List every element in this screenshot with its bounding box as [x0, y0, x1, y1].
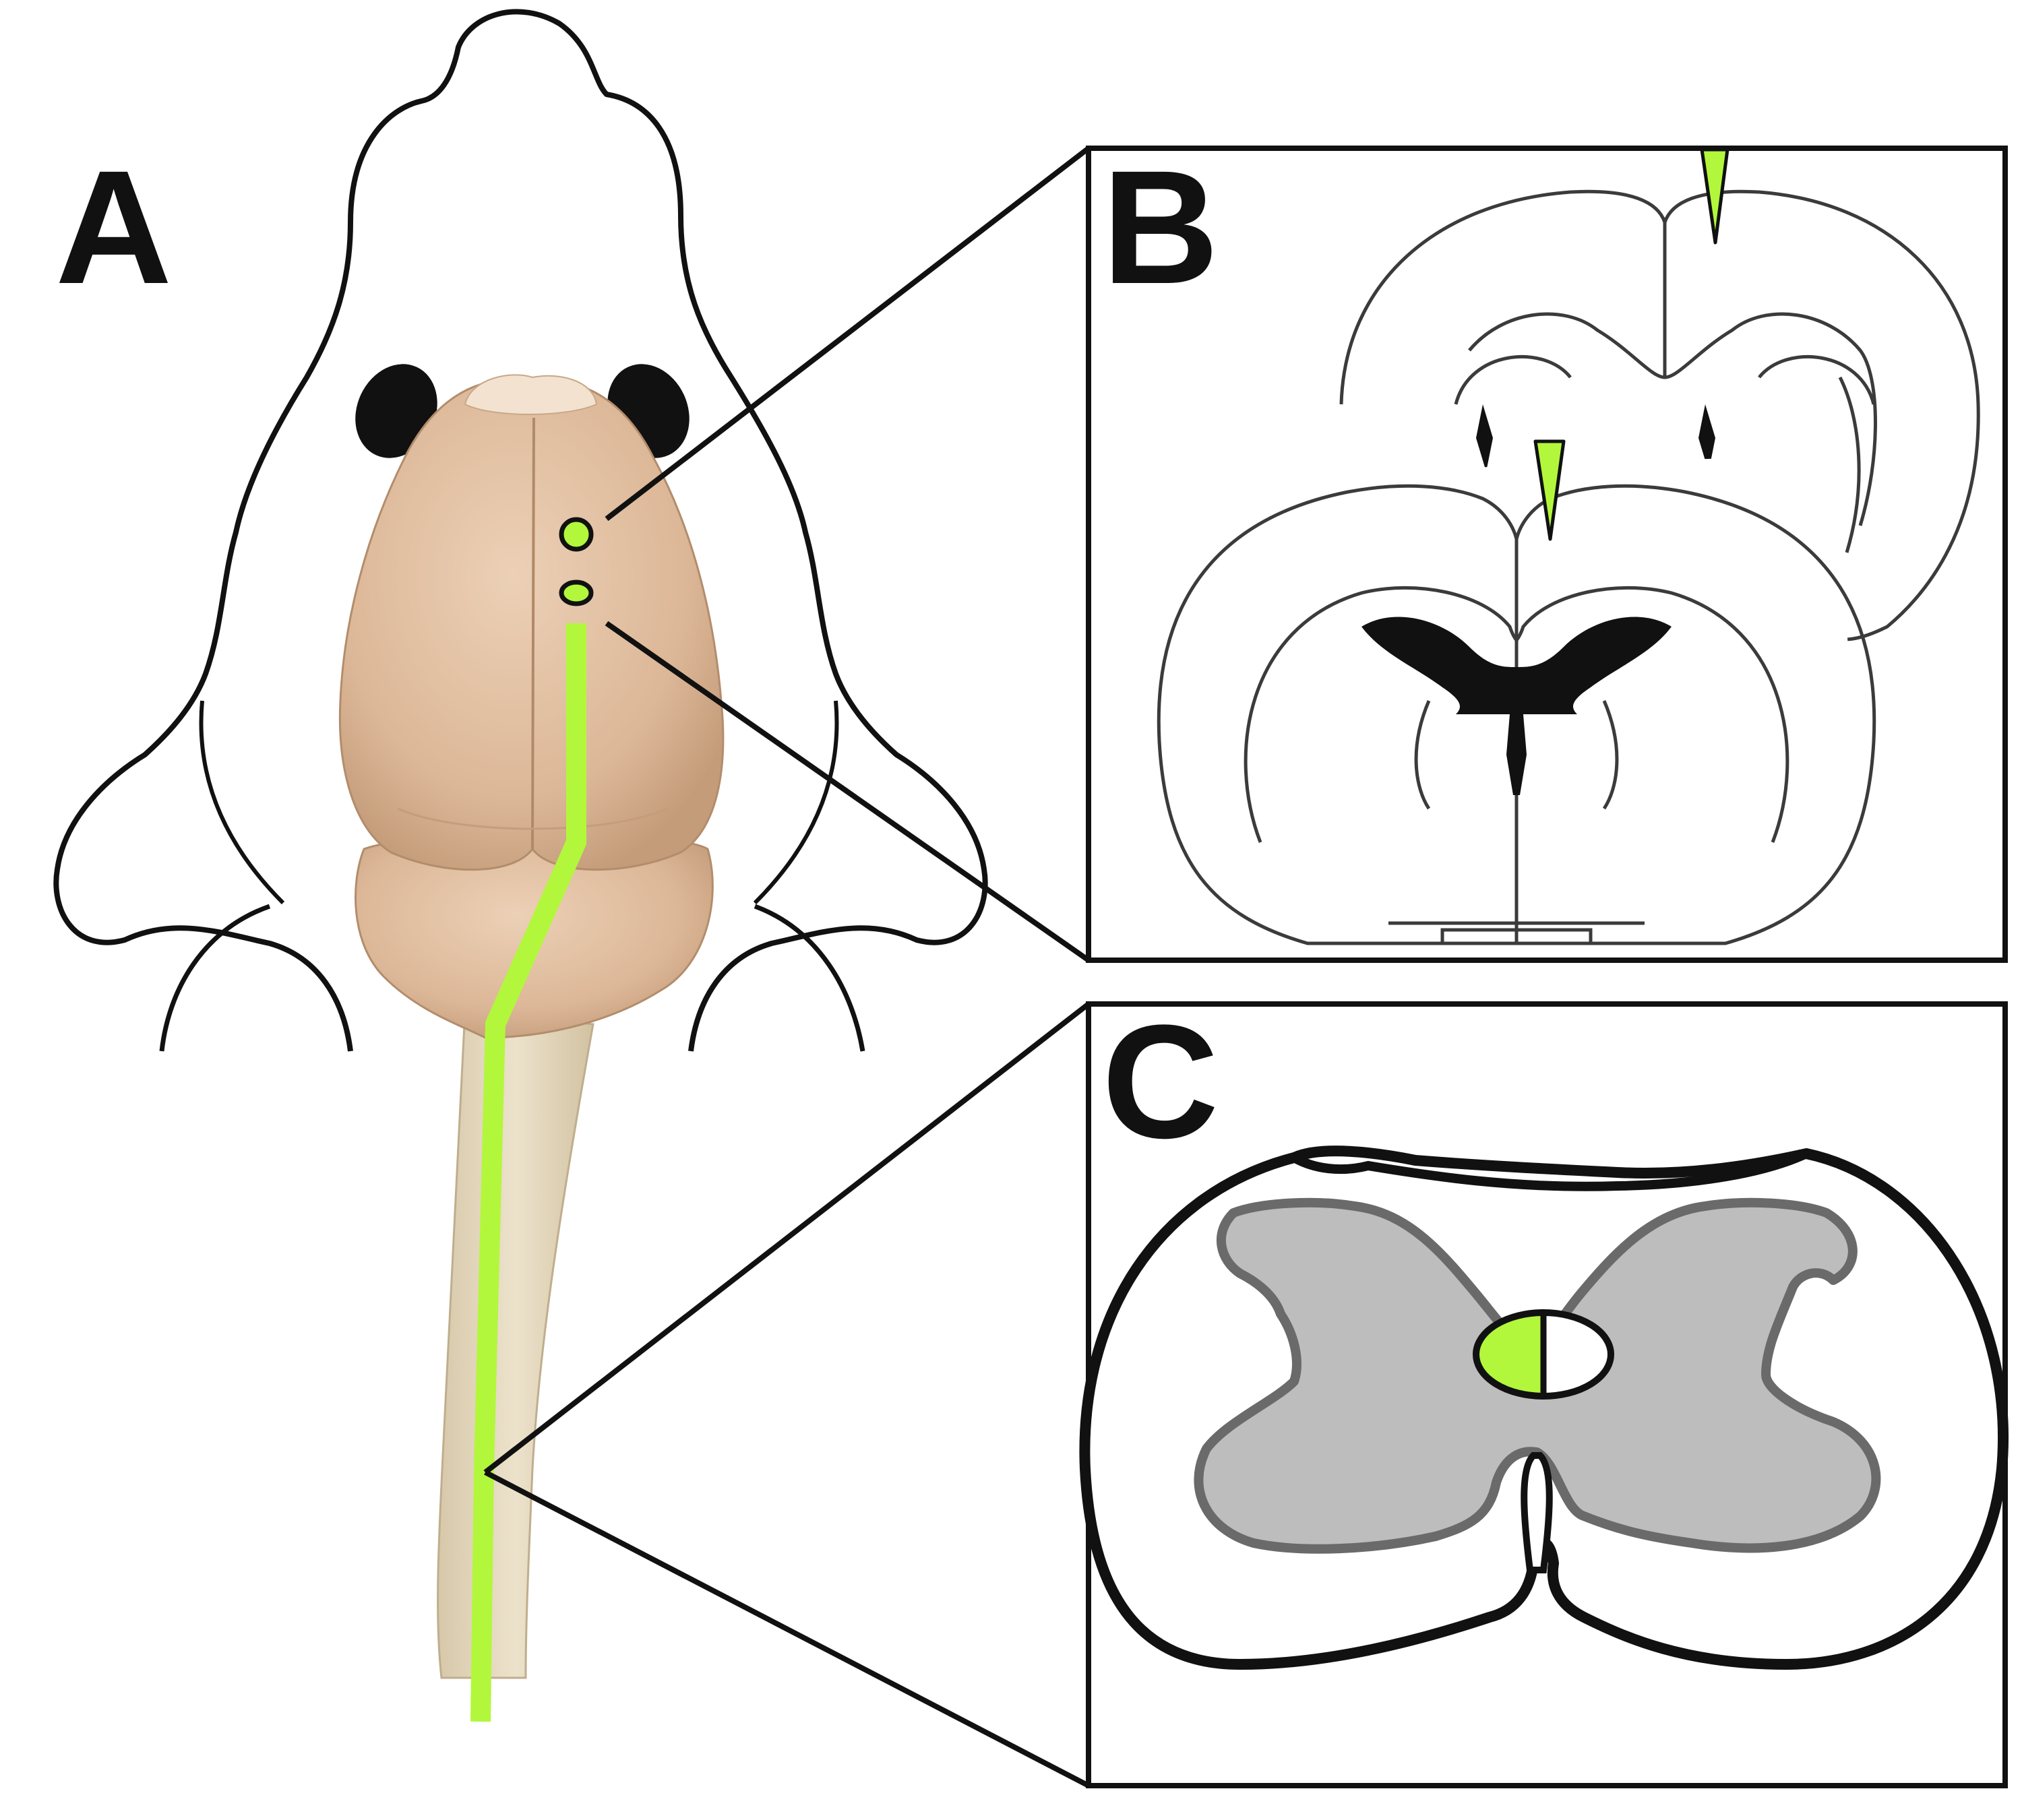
callout-b-top	[605, 146, 1091, 522]
rostral-ventricle-right	[1698, 404, 1715, 472]
dorsal-surface-edge	[1291, 1149, 1808, 1191]
arrowhead-rostral-icon	[1700, 148, 1729, 245]
rat-left-eye-icon	[355, 364, 437, 458]
callout-c-bottom	[484, 1470, 1090, 1788]
rat-right-shoulder-line	[753, 700, 839, 905]
rat-left-shoulder-line	[199, 700, 285, 905]
panel-b-label: B	[1102, 137, 1219, 317]
dorsal-column-outline	[1473, 1309, 1614, 1400]
injection-site-lower	[559, 579, 594, 606]
ventral-median-fissure	[1521, 1452, 1553, 1573]
coronal-section-rostral	[1339, 189, 1980, 641]
olfactory-bulb	[464, 374, 598, 415]
spinal-cord	[437, 1009, 594, 1679]
callout-b-bottom	[605, 621, 1091, 963]
callout-lines	[483, 146, 1091, 1788]
dorsal-column-unlabeled	[1543, 1313, 1611, 1395]
arrowhead-caudal-icon	[1533, 439, 1566, 541]
third-ventricle	[1506, 714, 1527, 795]
dorsal-column-labeled	[1476, 1313, 1559, 1395]
caudal-ventricles	[1361, 617, 1672, 714]
cerebrum-caudal-fold	[397, 807, 668, 830]
rat-right-limb-line	[754, 904, 865, 1052]
rostral-ventricle-left	[1476, 404, 1493, 472]
rat-left-limb-line	[159, 904, 271, 1052]
callout-c-top	[483, 1001, 1091, 1475]
injection-site-upper	[559, 517, 594, 552]
panel-c: C	[1079, 991, 2009, 1788]
panel-a: A	[53, 9, 988, 1722]
panel-b: B	[1086, 137, 2008, 963]
panel-c-label: C	[1102, 991, 1219, 1172]
midline-fissure	[531, 417, 535, 850]
panel-a-label: A	[55, 137, 172, 317]
tract-trace	[470, 623, 586, 1722]
